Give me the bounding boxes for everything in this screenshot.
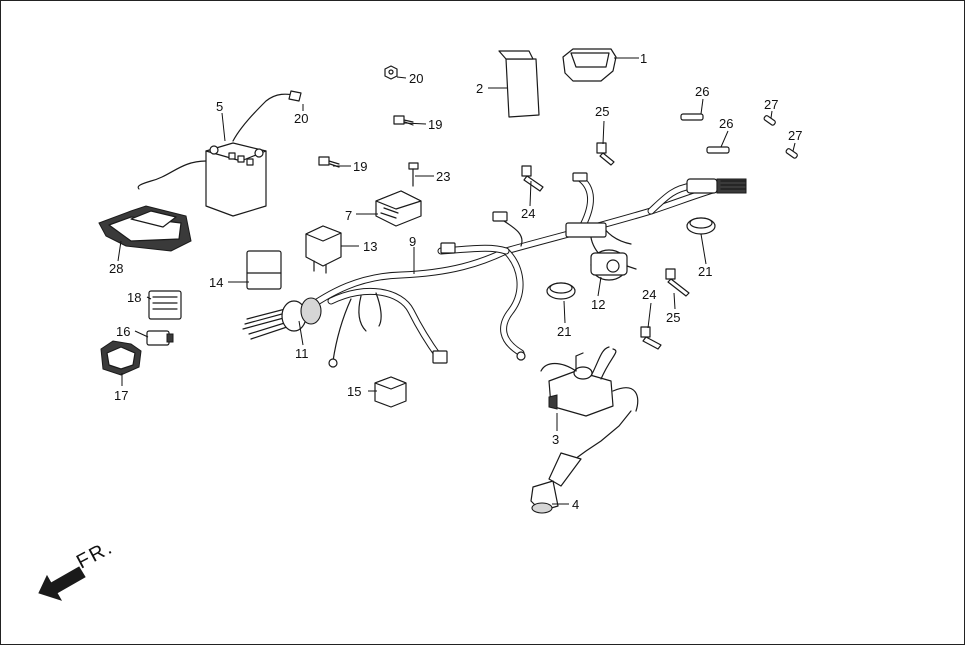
callout-21a: 21: [557, 324, 571, 339]
callout-27a: 27: [764, 97, 778, 112]
callout-25a: 25: [595, 104, 609, 119]
cdi-unit: [375, 190, 422, 227]
bolt-24a: [521, 165, 544, 192]
callout-1: 1: [640, 51, 647, 66]
callout-13: 13: [363, 239, 377, 254]
callout-14: 14: [209, 275, 223, 290]
callout-15: 15: [347, 384, 361, 399]
spark-plug-cap: [530, 452, 582, 514]
callout-11: 11: [295, 346, 309, 361]
front-arrow-icon: [38, 566, 86, 601]
nut-20: [384, 65, 398, 80]
relay-cover: [246, 250, 282, 290]
fuse-26b: [706, 146, 730, 154]
multi-connector: [148, 290, 182, 320]
leader-lines: [117, 57, 796, 505]
callout-5: 5: [216, 99, 223, 114]
callout-24b: 24: [642, 287, 656, 302]
flasher-relay: [374, 376, 407, 408]
harness-clamp-b: [686, 217, 716, 235]
callout-19a: 19: [428, 117, 442, 132]
connector-boot: [100, 340, 142, 376]
ignition-coil: [540, 346, 639, 460]
bolt-25a: [596, 142, 615, 166]
callout-numbers: 1 2 3 4 5 7 9 11 12 13 14 15 16 17 18 19…: [109, 51, 802, 512]
callout-18: 18: [127, 290, 141, 305]
bolt-19a: [393, 115, 414, 126]
callout-19b: 19: [353, 159, 367, 174]
callout-26a: 26: [695, 84, 709, 99]
battery-bracket: [98, 205, 192, 252]
wiring-harness: [297, 172, 747, 368]
bolt-24b: [640, 326, 662, 350]
rectifier-part: [590, 249, 637, 281]
fuse-26a: [680, 113, 704, 121]
callout-2: 2: [476, 81, 483, 96]
battery: [137, 90, 302, 217]
fuse-box: [498, 50, 540, 118]
fuse-27b: [785, 148, 798, 159]
front-direction-indicator: FR.: [38, 536, 117, 601]
callout-28: 28: [109, 261, 123, 276]
callout-3: 3: [552, 432, 559, 447]
harness-plug-bundle: [242, 297, 322, 340]
starter-relay: [305, 225, 342, 274]
harness-clamp-a: [546, 282, 576, 300]
bolt-25b: [665, 268, 690, 297]
callout-7: 7: [345, 208, 352, 223]
callout-9: 9: [409, 234, 416, 249]
callout-17: 17: [114, 388, 128, 403]
callout-16: 16: [116, 324, 130, 339]
bolt-23: [408, 162, 419, 187]
small-module: [146, 330, 174, 346]
callout-23: 23: [436, 169, 450, 184]
callout-27b: 27: [788, 128, 802, 143]
front-direction-label: FR.: [73, 536, 117, 573]
callout-12: 12: [591, 297, 605, 312]
callout-4: 4: [572, 497, 579, 512]
callout-20b: 20: [294, 111, 308, 126]
callout-20a: 20: [409, 71, 423, 86]
fuse-27a: [763, 115, 776, 126]
callout-25b: 25: [666, 310, 680, 325]
callout-26b: 26: [719, 116, 733, 131]
callout-24a: 24: [521, 206, 535, 221]
callout-21b: 21: [698, 264, 712, 279]
fuse-box-cover: [562, 48, 617, 82]
